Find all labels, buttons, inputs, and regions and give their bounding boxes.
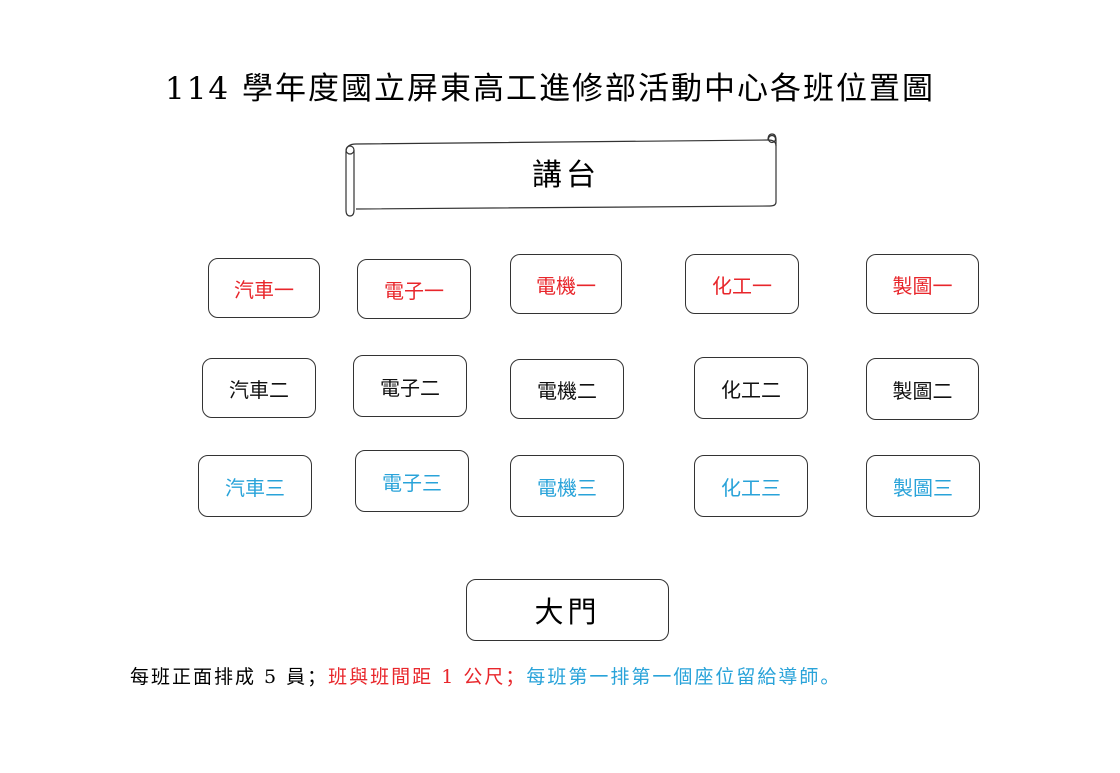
footnote-part-2: 班與班間距 1 公尺； [328, 666, 527, 688]
footnote-part-3: 每班第一排第一個座位留給導師。 [526, 666, 842, 688]
class-box: 電子一 [357, 259, 471, 319]
podium-scroll: 講台 [338, 130, 788, 222]
page-title: 114 學年度國立屏東高工進修部活動中心各班位置圖 [164, 71, 936, 107]
footnote: 每班正面排成 5 員；班與班間距 1 公尺；每班第一排第一個座位留給導師。 [130, 662, 1030, 692]
podium-label: 講台 [532, 158, 600, 193]
class-box: 電機一 [510, 254, 622, 314]
main-door: 大門 [466, 579, 669, 641]
main-door-label: 大門 [534, 595, 601, 629]
class-box: 化工三 [694, 455, 808, 517]
scroll-banner-shape [345, 133, 777, 217]
class-box: 汽車一 [208, 258, 320, 318]
class-box: 製圖二 [866, 358, 979, 420]
class-box: 電機三 [510, 455, 624, 517]
class-box: 製圖一 [866, 254, 979, 314]
class-box: 電機二 [510, 359, 624, 419]
footnote-part-1: 每班正面排成 5 員； [130, 666, 329, 688]
class-box: 化工一 [685, 254, 799, 314]
class-box: 汽車三 [198, 455, 312, 517]
class-box: 汽車二 [202, 358, 316, 418]
class-box: 化工二 [694, 357, 808, 419]
class-box: 電子三 [355, 450, 469, 512]
class-box: 電子二 [353, 355, 467, 417]
class-box: 製圖三 [866, 455, 980, 517]
